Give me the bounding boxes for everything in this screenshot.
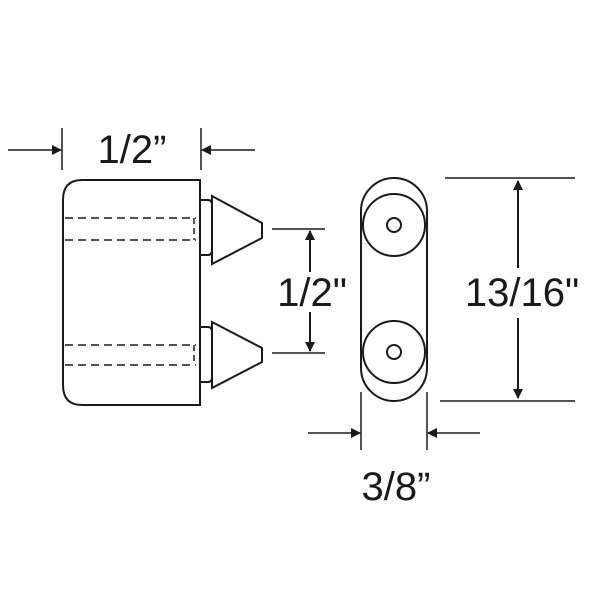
- upper-hole-outer: [362, 193, 426, 257]
- upper-hole-inner: [386, 217, 402, 233]
- lower-hole-outer: [362, 320, 426, 384]
- bumper-body: [62, 179, 201, 406]
- dimension-label-front-height: 13/16": [465, 271, 579, 315]
- dimension-front-width: 3/8”: [308, 392, 480, 509]
- side-view: [62, 179, 263, 406]
- front-view: [360, 177, 428, 402]
- dimension-label-side-width: 1/2”: [98, 128, 167, 172]
- dimension-label-front-width: 3/8”: [362, 465, 431, 509]
- lower-hole-inner: [386, 344, 402, 360]
- dimension-side-width: 1/2”: [8, 128, 255, 172]
- dimension-label-pin-spacing: 1/2": [277, 271, 347, 315]
- lower-pin: [200, 320, 263, 390]
- front-outline: [360, 177, 428, 402]
- upper-pin: [200, 194, 263, 266]
- dimension-front-height: 13/16": [440, 177, 579, 402]
- dimension-pin-spacing: 1/2": [272, 228, 347, 354]
